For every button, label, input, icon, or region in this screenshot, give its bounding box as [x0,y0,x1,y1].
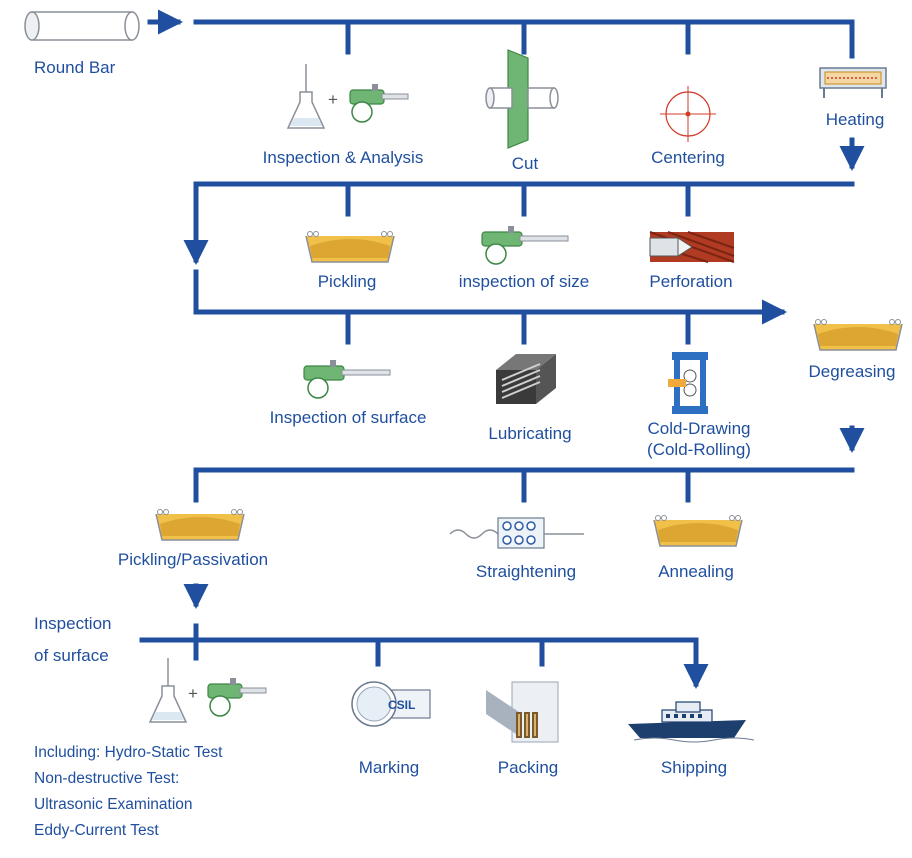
label-marking: Marking [358,758,420,777]
label-degreasing: Degreasing [808,362,896,381]
perforation-icon [649,231,735,263]
label-cold-drawing: Cold-Drawing [647,419,751,438]
label-pickling: Pickling [317,272,377,291]
test-note-4: Eddy-Current Test [34,822,159,839]
label-inspection-size: inspection of size [458,272,590,291]
final-flask-icon [148,658,188,723]
gauge-icon [349,84,409,123]
degreasing-bath-icon [813,319,903,351]
label-inspection-surface: Inspection of surface [269,408,427,427]
label-round-bar: Round Bar [34,58,116,77]
label-packing: Packing [497,758,559,777]
final-gauge-icon [207,678,267,717]
lubricating-icon [496,354,556,404]
pickling-passivation-bath-icon [155,509,245,541]
label-annealing: Annealing [658,562,734,581]
label-heating: Heating [825,110,885,129]
heating-furnace-icon [819,67,887,98]
centering-icon [660,86,716,142]
surface-gauge-icon [303,360,391,399]
pickling-bath-icon [305,231,395,263]
annealing-bath-icon [653,515,743,547]
marking-pipe-icon [351,681,431,727]
label-final-inspection-1: Inspection [34,614,112,633]
final-plus-sign: + [188,684,198,703]
label-perforation: Perforation [649,272,733,291]
straightening-icon [449,517,584,549]
label-lubricating: Lubricating [488,424,572,443]
test-note-1: Including: Hydro-Static Test [34,744,223,761]
packing-bundle-icon [486,681,559,743]
label-straightening: Straightening [475,562,577,581]
label-centering: Centering [651,148,725,167]
ship-icon [628,701,755,743]
marking-logo: CSIL [388,698,416,712]
round-bar-icon [24,11,140,41]
label-cold-rolling: (Cold-Rolling) [647,440,751,459]
test-note-3: Ultrasonic Examination [34,796,193,813]
label-shipping: Shipping [660,758,728,777]
cold-drawing-icon [668,352,708,414]
cut-icon [485,49,559,149]
size-gauge-icon [481,226,569,265]
label-inspection-analysis: Inspection & Analysis [262,148,424,167]
flask-icon [286,64,326,129]
label-final-inspection-2: of surface [34,646,109,665]
plus-sign: + [328,90,338,109]
test-note-2: Non-destructive Test: [34,770,180,787]
label-pickling-passivation: Pickling/Passivation [117,550,269,569]
label-cut: Cut [511,154,539,173]
